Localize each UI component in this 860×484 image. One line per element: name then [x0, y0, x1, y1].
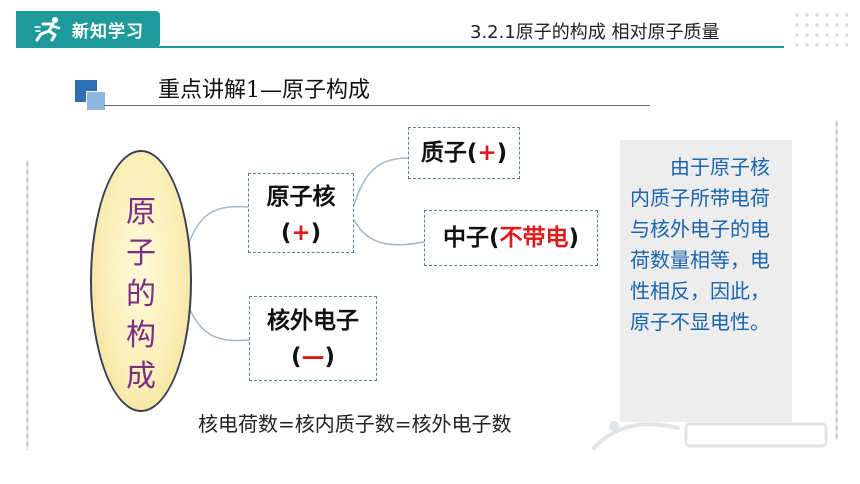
- atom-structure-ellipse: [90, 150, 192, 412]
- electron-box: 核外电子 (—): [249, 296, 377, 381]
- dotted-rule-right: [835, 120, 838, 440]
- proton-box: 质子(+): [408, 127, 520, 179]
- watermark-logo: [592, 421, 828, 450]
- neutron-charge: 不带电: [499, 225, 569, 251]
- lesson-title: 3.2.1原子的构成 相对原子质量: [470, 22, 720, 43]
- stacked-squares-icon-front: [86, 91, 106, 111]
- section-underline: [104, 105, 650, 106]
- neutron-box: 中子(不带电): [424, 210, 598, 266]
- proton-label: 质子: [420, 140, 467, 166]
- section-title: 重点讲解1—原子构成: [158, 78, 370, 103]
- dotted-rule-left: [26, 160, 29, 450]
- explanation-note: 由于原子核内质子所带电荷与核外电子的电荷数量相等，电性相反，因此，原子不显电性。: [620, 140, 792, 422]
- neutron-label: 中子: [442, 225, 489, 251]
- nucleus-box: 原子核 (+): [248, 173, 354, 253]
- electron-label: 核外电子: [267, 308, 359, 334]
- charge-equality-formula: 核电荷数=核内质子数=核外电子数: [198, 412, 512, 436]
- running-person-icon: [34, 17, 61, 42]
- nucleus-charge: +: [291, 220, 311, 246]
- header-divider: [16, 46, 784, 48]
- electron-charge: —: [301, 344, 325, 370]
- section-badge: 新知学习: [16, 11, 160, 47]
- atom-structure-label: 原子的构成: [126, 195, 156, 394]
- proton-charge: +: [477, 140, 497, 166]
- dot-grid-decoration: [792, 10, 848, 50]
- nucleus-label: 原子核: [266, 184, 336, 210]
- section-badge-label: 新知学习: [72, 21, 144, 42]
